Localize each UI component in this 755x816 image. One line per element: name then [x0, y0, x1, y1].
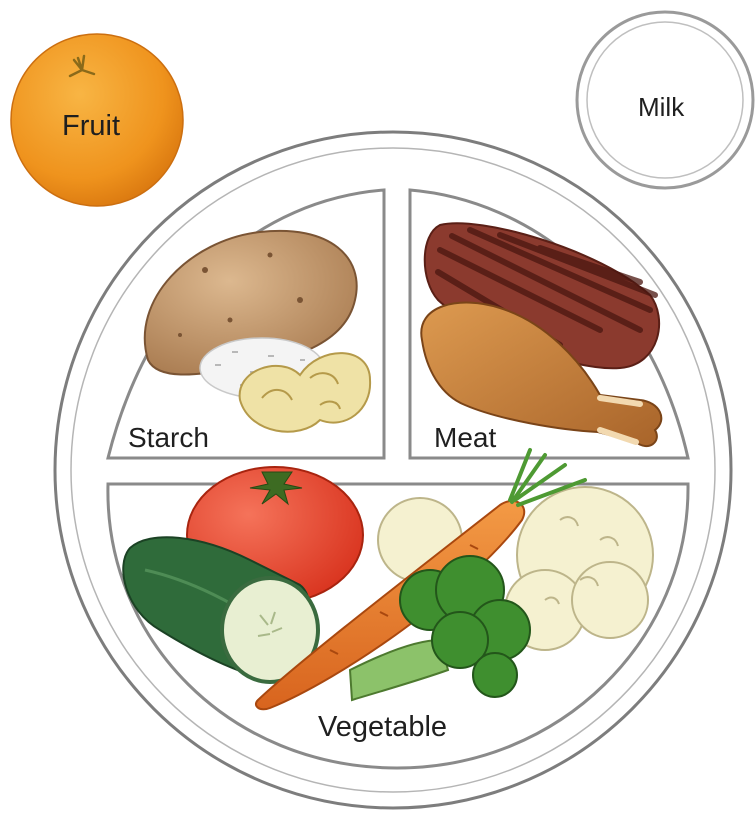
- fruit-label: Fruit: [62, 112, 120, 141]
- vegetable-label: Vegetable: [318, 713, 447, 742]
- milk-label: Milk: [638, 94, 684, 120]
- meat-label: Meat: [434, 424, 496, 452]
- starch-label: Starch: [128, 424, 209, 452]
